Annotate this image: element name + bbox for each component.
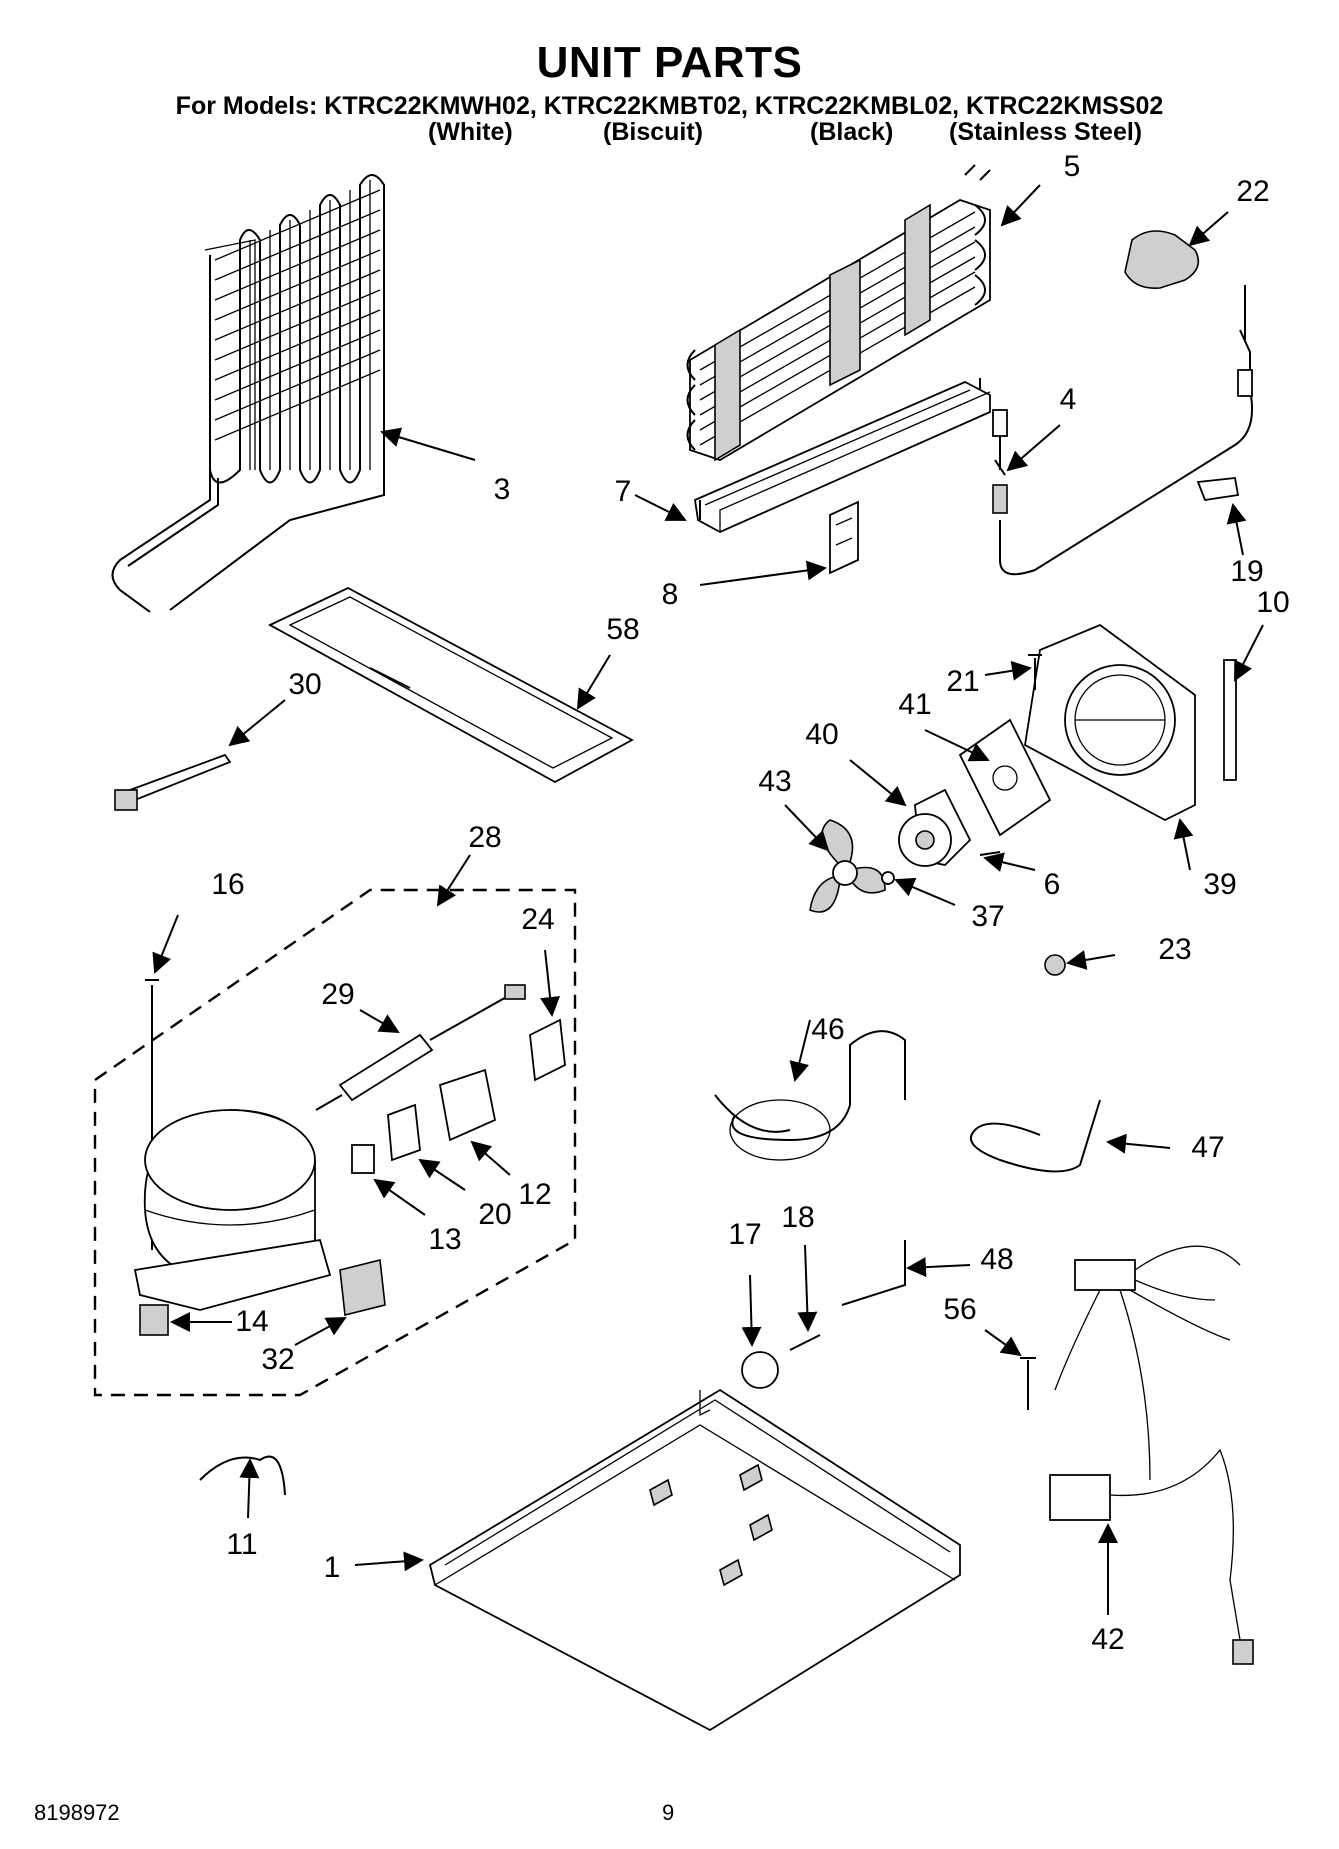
callout-12: 12 — [518, 1178, 552, 1211]
callout-43: 43 — [758, 765, 792, 798]
drip-trough — [694, 378, 991, 534]
shroud-screw — [1028, 654, 1042, 690]
color-white: (White) — [428, 118, 513, 146]
callout-56: 56 — [943, 1293, 977, 1326]
cable-tie — [114, 753, 232, 811]
callout-20: 20 — [478, 1198, 512, 1231]
color-stainless-steel: (Stainless Steel) — [949, 118, 1143, 146]
color-biscuit: (Biscuit) — [603, 118, 703, 146]
callout-29: 29 — [321, 978, 355, 1011]
condenser-coil — [111, 174, 385, 613]
callout-16: 16 — [211, 868, 245, 901]
evaporator-fan-motor — [898, 788, 972, 867]
callout-58: 58 — [606, 613, 640, 646]
callout-41: 41 — [898, 688, 932, 721]
fan-shroud — [1024, 623, 1196, 822]
callout-6: 6 — [1043, 868, 1061, 901]
overload — [529, 1018, 566, 1082]
callout-1: 1 — [323, 1551, 341, 1584]
tubing-46 — [714, 1030, 906, 1142]
callout-4: 4 — [1059, 383, 1077, 416]
evaporator-clip — [829, 500, 859, 575]
callout-24: 24 — [521, 903, 555, 936]
leader-lines — [152, 184, 1264, 1615]
wire-harness — [1049, 1245, 1254, 1665]
callout-5: 5 — [1063, 150, 1081, 183]
callout-46: 46 — [811, 1013, 845, 1046]
terminal — [351, 1144, 375, 1174]
foam-strip — [1223, 659, 1237, 781]
callout-21: 21 — [946, 665, 980, 698]
relay-cover — [438, 1068, 497, 1142]
tubing-47 — [969, 1099, 1101, 1173]
callout-39: 39 — [1203, 868, 1237, 901]
color-black: (Black) — [810, 118, 894, 146]
callout-42: 42 — [1091, 1623, 1125, 1656]
callout-11: 11 — [226, 1528, 258, 1561]
callout-8: 8 — [661, 578, 679, 611]
callout-14: 14 — [235, 1305, 269, 1338]
capacitor — [339, 1259, 386, 1316]
tube-48 — [841, 1240, 906, 1306]
callout-18: 18 — [781, 1201, 815, 1234]
roller — [741, 1351, 779, 1389]
compressor — [133, 1109, 332, 1311]
drier — [315, 984, 526, 1111]
callout-23: 23 — [1158, 933, 1192, 966]
fan-nut — [881, 871, 895, 885]
callout-17: 17 — [728, 1218, 762, 1251]
evaporator-coil — [686, 164, 991, 462]
callout-7: 7 — [614, 475, 632, 508]
callout-19: 19 — [1230, 555, 1264, 588]
callout-28: 28 — [468, 821, 502, 854]
callout-22: 22 — [1236, 175, 1270, 208]
drain-tray — [268, 586, 634, 784]
compressor-kit-boundary — [93, 888, 577, 1397]
callout-32: 32 — [261, 1343, 295, 1376]
callout-10: 10 — [1256, 586, 1290, 619]
callout-13: 13 — [428, 1223, 462, 1256]
wire-clip-11 — [199, 1455, 286, 1496]
retainer-nut — [1044, 954, 1066, 976]
grommet — [139, 1304, 169, 1336]
roller-pin — [789, 1334, 821, 1351]
callout-30: 30 — [288, 668, 322, 701]
callout-40: 40 — [805, 718, 839, 751]
page-title: UNIT PARTS — [536, 38, 803, 87]
fan-blade — [809, 819, 886, 913]
defrost-wire — [992, 285, 1254, 576]
callout-47: 47 — [1191, 1131, 1225, 1164]
callout-3: 3 — [493, 473, 511, 506]
callout-48: 48 — [980, 1243, 1014, 1276]
start-relay — [387, 1103, 421, 1162]
page-number: 9 — [662, 1800, 675, 1825]
base-frame — [428, 1388, 961, 1732]
wire-clip — [1196, 477, 1240, 501]
insulation-cap — [1124, 230, 1200, 289]
callout-37: 37 — [971, 900, 1005, 933]
harness-screw — [1020, 1357, 1036, 1410]
doc-number: 8198972 — [34, 1800, 120, 1825]
motor-screw — [979, 851, 1001, 856]
models-line: For Models: KTRC22KMWH02, KTRC22KMBT02, … — [175, 92, 1164, 120]
